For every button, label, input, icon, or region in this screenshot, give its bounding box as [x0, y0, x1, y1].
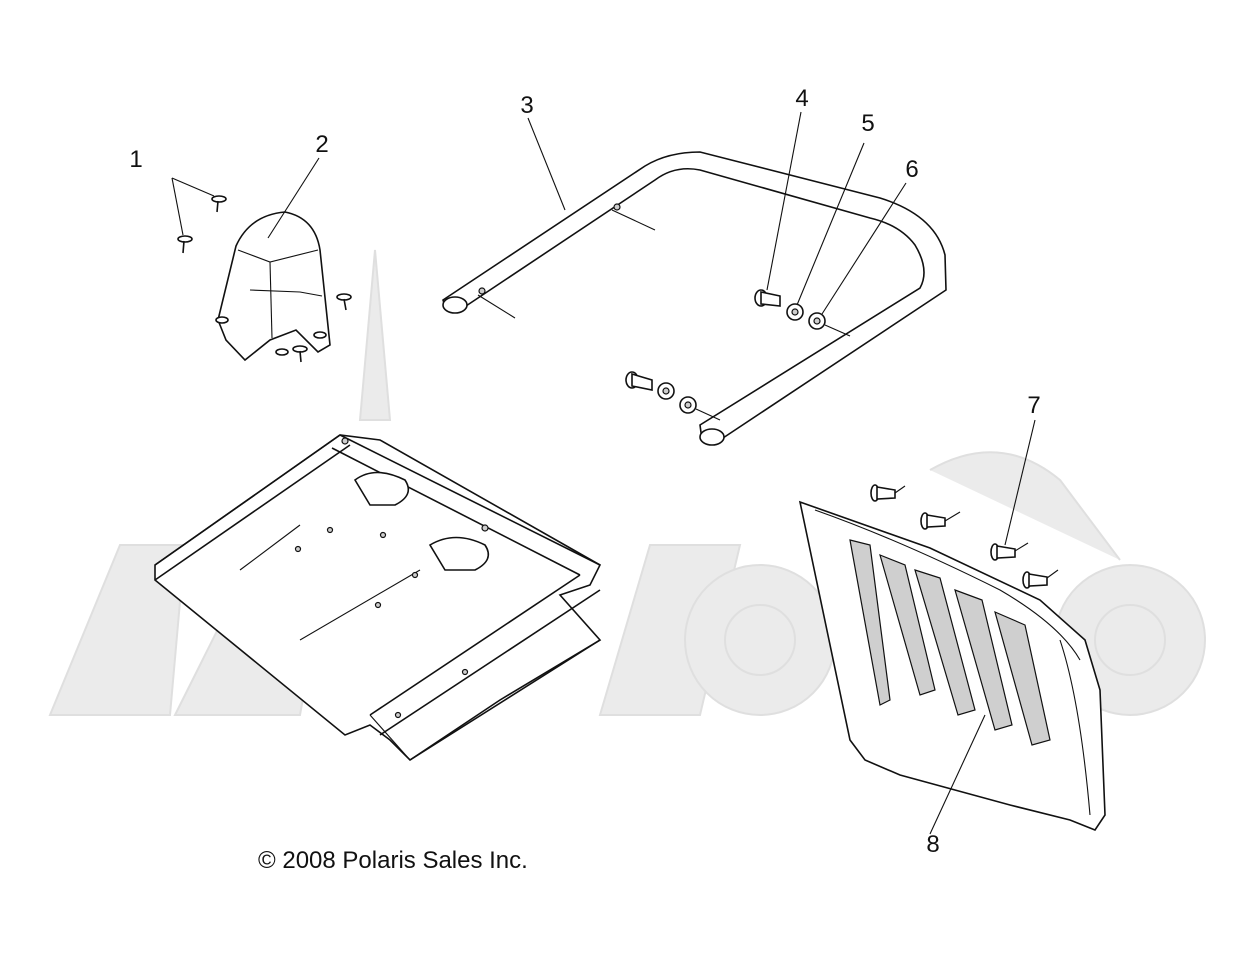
svg-text:1: 1 [129, 146, 142, 173]
callout-2: 2 [315, 131, 328, 158]
bolt-upper [754, 289, 781, 307]
grab-bar [442, 151, 947, 446]
svg-text:2: 2 [315, 131, 328, 158]
callout-6: 6 [905, 156, 918, 183]
screw-top [211, 195, 227, 213]
tunnel-chassis [154, 434, 602, 762]
callout-1: 1 [129, 146, 142, 173]
callout-5: 5 [861, 110, 874, 137]
cover-part [215, 211, 331, 362]
bolt-lower [625, 371, 653, 391]
rivet-3 [990, 542, 1029, 561]
rivet-1 [870, 484, 906, 502]
callout-4: 4 [795, 85, 808, 112]
svg-text:3: 3 [520, 92, 533, 119]
screw-right [336, 293, 352, 311]
washer-lower-2 [679, 396, 697, 414]
washer-upper-1 [786, 303, 804, 321]
callout-7: 7 [1027, 392, 1040, 419]
callout-8: 8 [926, 831, 939, 858]
washer-upper-2 [808, 312, 826, 330]
svg-text:5: 5 [861, 110, 874, 137]
rivet-2 [920, 511, 961, 530]
svg-text:8: 8 [926, 831, 939, 858]
copyright-text: © 2008 Polaris Sales Inc. [258, 847, 528, 874]
rivet-4 [1022, 569, 1059, 589]
svg-text:6: 6 [905, 156, 918, 183]
callout-3: 3 [520, 92, 533, 119]
washer-lower-1 [657, 382, 675, 400]
svg-text:7: 7 [1027, 392, 1040, 419]
svg-text:4: 4 [795, 85, 808, 112]
screw-left [177, 235, 193, 254]
snow-flap [798, 500, 1106, 831]
leader-lines [171, 111, 1036, 835]
screw-bottom [292, 345, 308, 363]
